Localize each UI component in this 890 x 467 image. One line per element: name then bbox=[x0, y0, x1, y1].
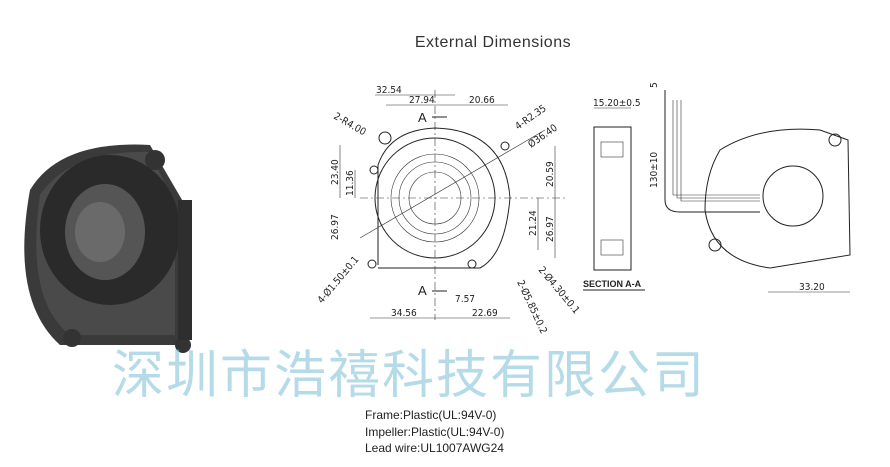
section-mark-top: A bbox=[418, 110, 427, 125]
dim-27-94: 27.94 bbox=[409, 95, 435, 106]
watermark: 深圳市浩禧科技有限公司 bbox=[112, 346, 707, 406]
dim-34-56: 34.56 bbox=[391, 308, 417, 319]
dim-21-24: 21.24 bbox=[528, 210, 539, 236]
section-label: SECTION A-A bbox=[583, 279, 642, 289]
front-view-dimensions: 32.54 27.94 20.66 2-R4.00 4-R2.35 Ø36.40… bbox=[315, 85, 582, 336]
spec-impeller: Impeller:Plastic(UL:94V-0) bbox=[365, 424, 505, 439]
spec-frame: Frame:Plastic(UL:94V-0) bbox=[365, 408, 497, 422]
dim-2-dia-5-85: 2-Ø5.85±0.2 bbox=[514, 278, 549, 336]
dim-32-54: 32.54 bbox=[376, 85, 402, 96]
section-mark-bottom: A bbox=[418, 283, 427, 298]
section-view: 15.20±0.5 SECTION A-A bbox=[583, 98, 645, 291]
dim-26-97-left: 26.97 bbox=[330, 214, 341, 240]
specs: Frame:Plastic(UL:94V-0) Impeller:Plastic… bbox=[365, 407, 504, 457]
dim-4-dia-1-50: 4-Ø1.50±0.1 bbox=[315, 254, 361, 306]
dim-26-97-right: 26.97 bbox=[545, 216, 556, 242]
spec-lead-wire: Lead wire:UL1007AWG24 bbox=[365, 441, 504, 455]
dim-130: 130±10 bbox=[649, 152, 660, 188]
dim-23-40: 23.40 bbox=[330, 159, 341, 185]
dim-2-r4: 2-R4.00 bbox=[332, 111, 368, 138]
dim-4-r2-35: 4-R2.35 bbox=[513, 103, 548, 132]
dim-2-dia-4-30: 2-Ø4.30±0.1 bbox=[536, 264, 582, 316]
dim-20-59: 20.59 bbox=[545, 161, 556, 187]
dim-11-36: 11.36 bbox=[345, 170, 356, 196]
dim-20-66: 20.66 bbox=[469, 95, 495, 106]
fan-photo bbox=[24, 144, 192, 353]
diagram-title: External Dimensions bbox=[414, 34, 572, 51]
dim-22-69: 22.69 bbox=[472, 308, 498, 319]
dim-7-57: 7.57 bbox=[455, 294, 475, 305]
dim-33-20: 33.20 bbox=[799, 282, 825, 293]
back-view: 33.20 5 130±10 bbox=[649, 82, 851, 293]
front-view bbox=[339, 90, 565, 320]
dim-15-20: 15.20±0.5 bbox=[593, 98, 641, 109]
dim-5: 5 bbox=[649, 82, 660, 88]
